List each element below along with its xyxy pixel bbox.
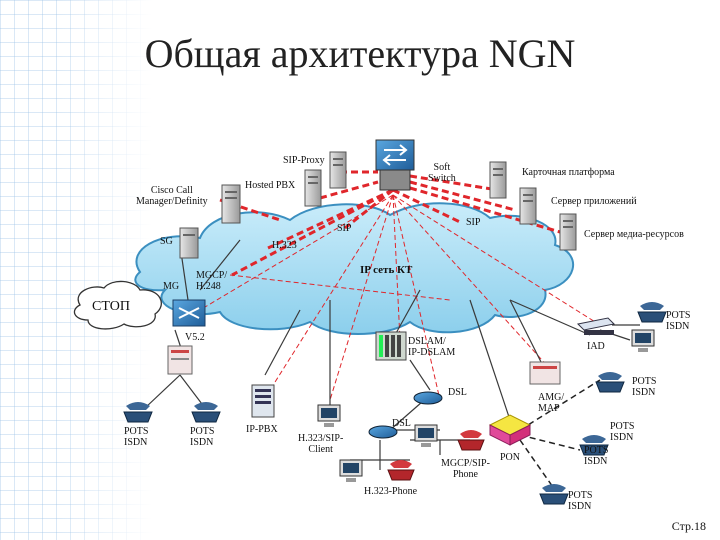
exchange-left — [167, 345, 193, 375]
label-h323-phone: H.323-Phone — [364, 486, 418, 497]
label-media-server: Сервер медиа-ресурсов — [584, 229, 684, 240]
label-v52: V5.2 — [185, 332, 205, 343]
pc-icon — [631, 329, 655, 352]
label-pon: PON — [500, 452, 521, 463]
server-card-platform — [489, 161, 507, 199]
pon-splitter-icon — [488, 414, 532, 446]
mg-icon — [172, 299, 206, 327]
label-h323: H.323 — [272, 240, 297, 251]
phone-icon — [123, 402, 153, 423]
server-sg — [179, 227, 199, 259]
label-dslam: DSLAM/ IP-DSLAM — [408, 336, 456, 358]
dslam-icon — [375, 331, 407, 361]
label-sg: SG — [160, 236, 173, 247]
pc-icon — [317, 404, 341, 427]
server-media — [559, 213, 577, 251]
label-ip-cloud: IP сеть КТ — [360, 264, 413, 276]
label-sip-right: SIP — [466, 217, 481, 228]
label-soft-switch: Soft Switch — [428, 162, 456, 184]
amg-icon — [529, 361, 561, 385]
label-pots-isdn-pon3: POTS ISDN — [568, 490, 593, 512]
label-pots-isdn-1: POTS ISDN — [124, 426, 149, 448]
router-lower-icon — [368, 425, 398, 439]
label-iad: IAD — [587, 341, 605, 352]
soft-switch-icon — [375, 139, 415, 191]
server-sip-proxy — [329, 151, 347, 189]
label-cisco: Cisco Call Manager/Definity — [136, 185, 208, 207]
router-upper-icon — [413, 391, 443, 405]
iad-modem-icon — [576, 317, 616, 335]
label-hosted-pbx: Hosted PBX — [245, 180, 296, 191]
phone-icon — [539, 484, 569, 505]
label-sip-left: SIP — [337, 223, 352, 234]
label-app-server: Сервер приложений — [551, 196, 637, 207]
label-pots-isdn-pon2: POTS ISDN — [584, 445, 609, 467]
label-pots-isdn-amg: POTS ISDN — [632, 376, 657, 398]
label-stop: СТОП — [92, 299, 130, 314]
label-mgcp: MGCP/ H.248 — [196, 270, 228, 292]
label-card-platform: Карточная платформа — [522, 167, 615, 178]
label-mgcp-phone: MGCP/SIP- Phone — [441, 458, 490, 480]
server-cisco — [221, 184, 241, 224]
label-mg: MG — [163, 281, 180, 292]
ip-phone-red-icon — [387, 460, 415, 481]
page-title: Общая архитектура NGN — [144, 31, 576, 76]
ip-cloud — [134, 202, 575, 335]
pc-icon — [414, 424, 438, 447]
label-amg: AMG/ MAP — [538, 392, 565, 414]
cloud-internal-lines — [199, 194, 601, 401]
ip-pbx-icon — [251, 384, 275, 418]
label-ip-pbx: IP-PBX — [246, 424, 278, 435]
label-pots-isdn-pon1: POTS ISDN — [610, 421, 635, 443]
label-dsl-lower: DSL — [392, 418, 411, 429]
phone-icon — [579, 435, 609, 456]
pon-dashed-lines — [519, 379, 601, 491]
page-number: Стр.18 — [671, 519, 706, 533]
server-hosted-pbx — [304, 169, 322, 207]
label-pots-isdn-2: POTS ISDN — [190, 426, 215, 448]
label-h323-client: H.323/SIP- Client — [298, 433, 344, 455]
ip-phone-red-icon — [457, 430, 485, 451]
label-pots-isdn-right: POTS ISDN — [666, 310, 691, 332]
phone-icon — [191, 402, 221, 423]
phone-icon — [637, 302, 667, 323]
stop-cloud — [73, 280, 162, 330]
label-dsl-upper: DSL — [448, 387, 467, 398]
server-app — [519, 187, 537, 225]
phone-icon — [595, 372, 625, 393]
pc-icon — [339, 459, 363, 482]
label-sip-proxy: SIP-Proxy — [283, 155, 325, 166]
